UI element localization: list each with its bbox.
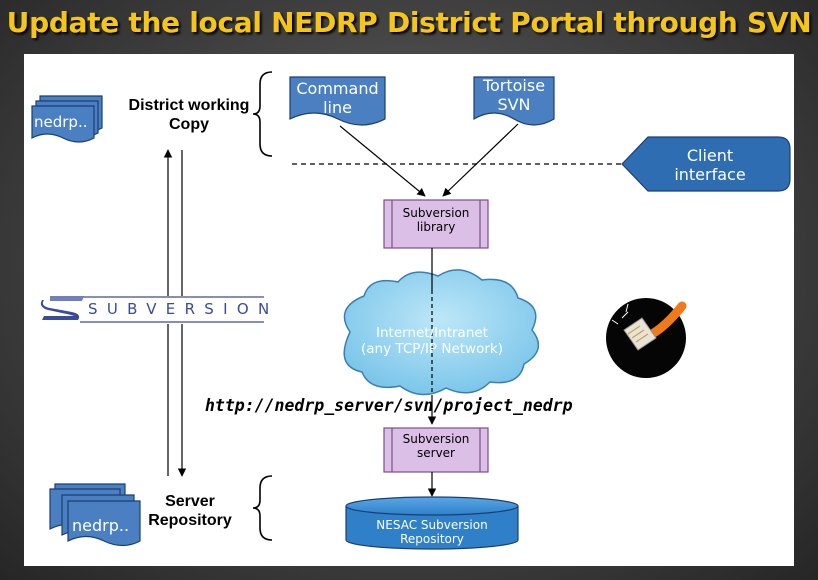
top-brace xyxy=(252,71,273,157)
subversion-logo-icon xyxy=(40,296,264,324)
network-label-line1: Internet/Intranet xyxy=(376,325,488,341)
command-line-label-line1: Command xyxy=(296,79,379,98)
server-repo-document-label: nedrp.. xyxy=(72,516,130,535)
command-line-arrow xyxy=(339,125,426,197)
subversion-library-label-line2: library xyxy=(416,220,456,235)
page-title: Update the local NEDRP District Portal t… xyxy=(6,6,812,39)
district-copy-document-label: nedrp.. xyxy=(34,113,88,131)
tortoise-svn-label-line1: Tortoise xyxy=(482,76,546,95)
server-repo-label-line2: Repository xyxy=(148,512,232,530)
district-copy-documents-icon xyxy=(31,95,103,143)
tortoise-arrow xyxy=(442,123,519,197)
network-cloud-shape xyxy=(343,269,540,396)
subversion-server-label-line1: Subversion xyxy=(402,432,470,446)
subversion-library-box xyxy=(383,199,489,249)
tortoise-svn-document-shape xyxy=(473,76,555,126)
tortoise-svn-label: Tortoise SVN xyxy=(474,76,554,114)
client-interface-label-line1: Client xyxy=(686,146,734,165)
subversion-server-label: Subversion server xyxy=(392,432,480,461)
ethernet-cable-icon xyxy=(606,298,687,378)
command-line-document-shape xyxy=(289,76,386,126)
subversion-server-box xyxy=(383,427,489,473)
client-interface-label-line2: interface xyxy=(674,165,746,185)
repository-label: NESAC Subversion Repository xyxy=(376,518,488,547)
command-line-label: Command line xyxy=(290,79,385,117)
repository-url: http://nedrp_server/svn/project_nedrp xyxy=(205,396,573,415)
subversion-library-label: Subversion library xyxy=(392,206,480,235)
client-interface-shape xyxy=(621,136,791,192)
server-repo-documents-icon xyxy=(49,483,141,547)
subversion-library-label-line1: Subversion xyxy=(402,206,470,220)
server-repo-label-line1: Server xyxy=(165,493,215,510)
bottom-brace xyxy=(252,475,273,541)
command-line-label-line2: line xyxy=(323,98,352,118)
network-label: Internet/Intranet (any TCP/IP Network) xyxy=(346,325,518,357)
district-copy-label: District working Copy xyxy=(114,96,264,134)
district-copy-label-line2: Copy xyxy=(169,116,209,134)
repository-cylinder-icon xyxy=(345,496,519,550)
client-interface-label: Client interface xyxy=(650,146,770,184)
server-repo-label: Server Repository xyxy=(140,492,240,530)
subversion-server-label-line2: server xyxy=(417,446,455,461)
subversion-logo-text: SUBVERSION xyxy=(88,300,279,318)
district-copy-label-line1: District working xyxy=(128,97,250,114)
tortoise-svn-label-line2: SVN xyxy=(497,95,531,115)
network-label-line2: (any TCP/IP Network) xyxy=(361,341,503,358)
